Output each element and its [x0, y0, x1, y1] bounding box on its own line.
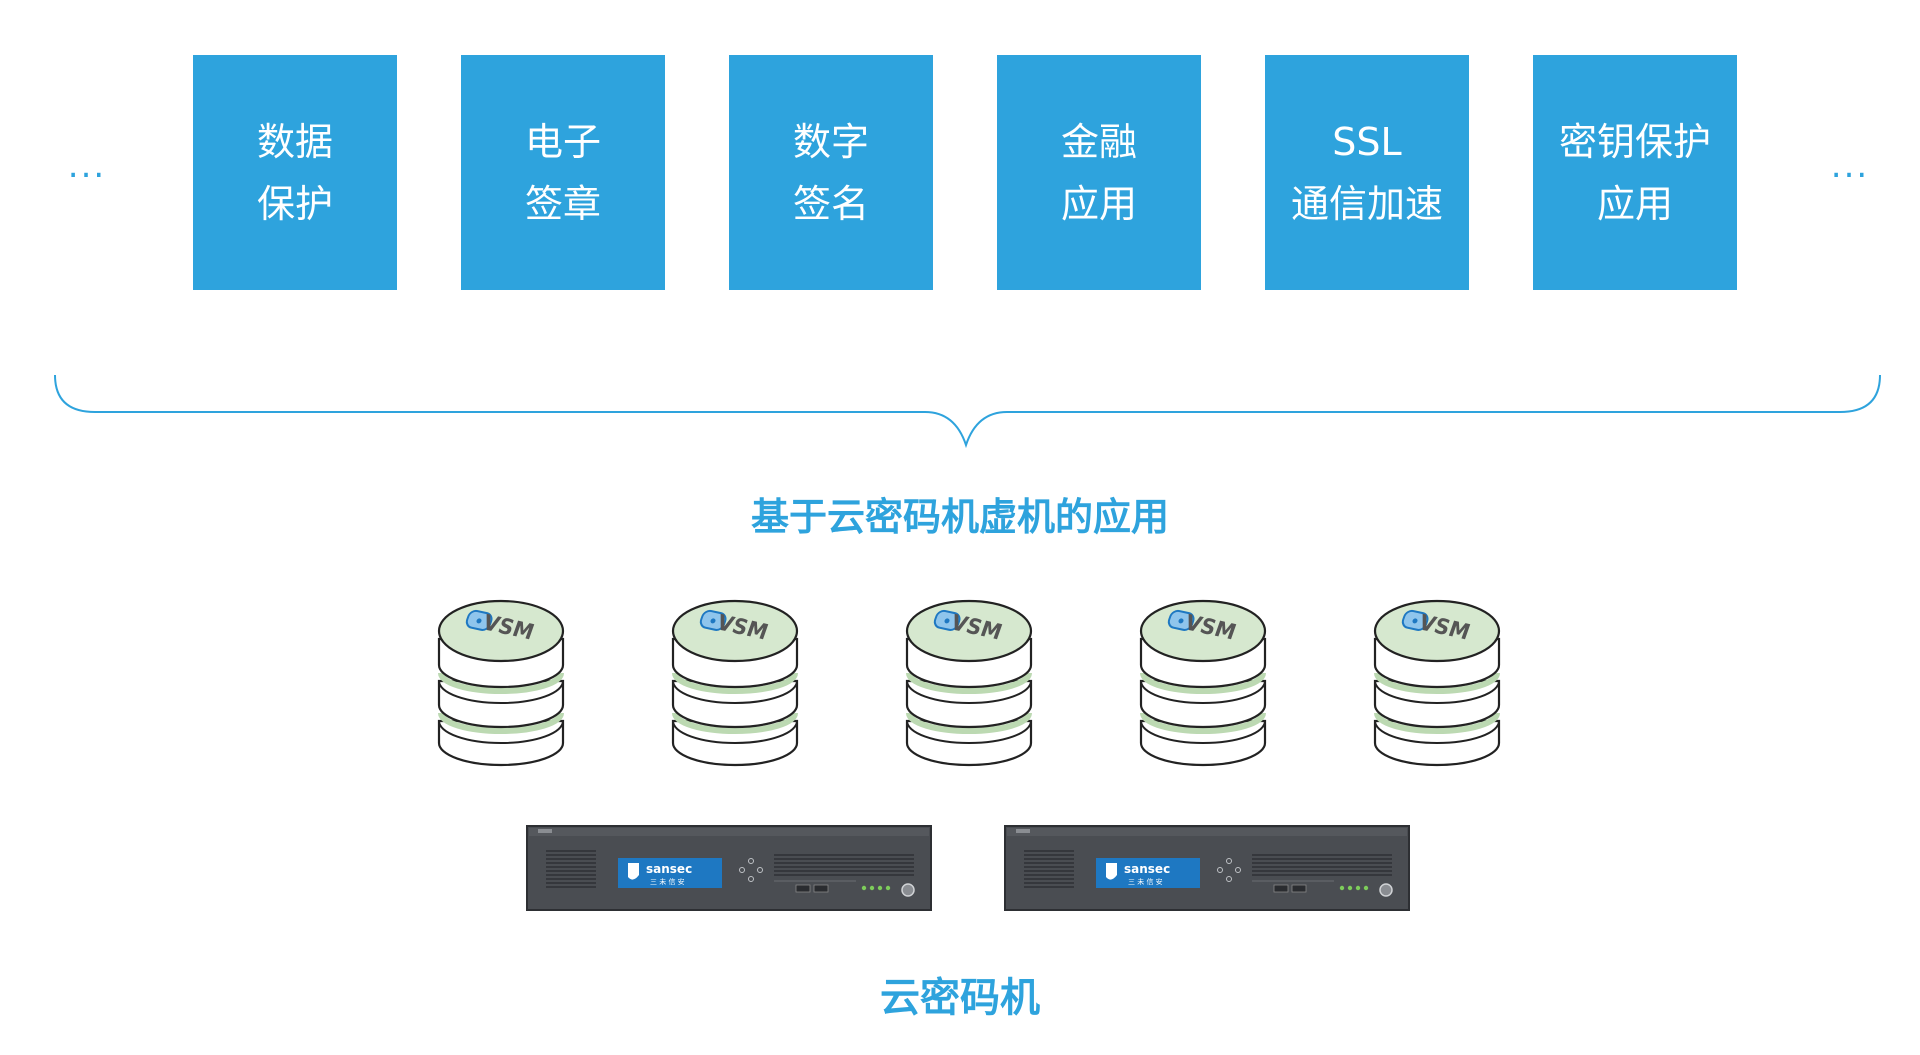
app-box-line1: 密钥保护: [1558, 119, 1711, 164]
vsm-stack-icon: VSM: [1373, 599, 1501, 767]
app-box-digital-signature: 数字 签名: [729, 55, 933, 290]
vsm-stack-icon: VSM: [905, 599, 1033, 767]
grouping-brace: [54, 374, 1881, 449]
app-box-line2: 保护: [256, 181, 333, 226]
app-box-electronic-seal: 电子 签章: [461, 55, 665, 290]
app-box-key-protection: 密钥保护 应用: [1533, 55, 1737, 290]
hsm-appliance-icon: sansec 三 未 信 安: [1004, 825, 1410, 911]
app-box-line2: 应用: [1060, 181, 1137, 226]
vsm-stack-icon: VSM: [437, 599, 565, 767]
device-layer-caption: 云密码机: [880, 975, 1040, 1021]
app-box-ssl-acceleration: SSL 通信加速: [1265, 55, 1469, 290]
app-box-line2: 签章: [524, 181, 601, 226]
app-box-line2: 签名: [792, 181, 869, 226]
app-box-data-protection: 数据 保护: [193, 55, 397, 290]
app-box-line1: 数字: [792, 119, 869, 164]
app-box-financial-app: 金融 应用: [997, 55, 1201, 290]
app-box-line1: 数据: [256, 119, 333, 164]
vm-layer-caption: 基于云密码机虚机的应用: [750, 495, 1169, 539]
app-box-line1: 金融: [1060, 119, 1137, 164]
hsm-brand-cn: 三 未 信 安: [1128, 877, 1163, 886]
hsm-brand: sansec: [1124, 862, 1170, 876]
ellipsis-left: ...: [67, 146, 107, 186]
hsm-brand-cn: 三 未 信 安: [650, 877, 685, 886]
hsm-appliance-icon: sansec 三 未 信 安: [526, 825, 932, 911]
vsm-stack-icon: VSM: [1139, 599, 1267, 767]
hsm-brand: sansec: [646, 862, 692, 876]
app-box-line2: 应用: [1596, 181, 1673, 226]
vsm-stack-icon: VSM: [671, 599, 799, 767]
app-box-line1: 电子: [524, 119, 601, 164]
app-box-line1: SSL: [1332, 119, 1402, 164]
app-box-line2: 通信加速: [1290, 181, 1443, 226]
ellipsis-right: ...: [1830, 146, 1870, 186]
